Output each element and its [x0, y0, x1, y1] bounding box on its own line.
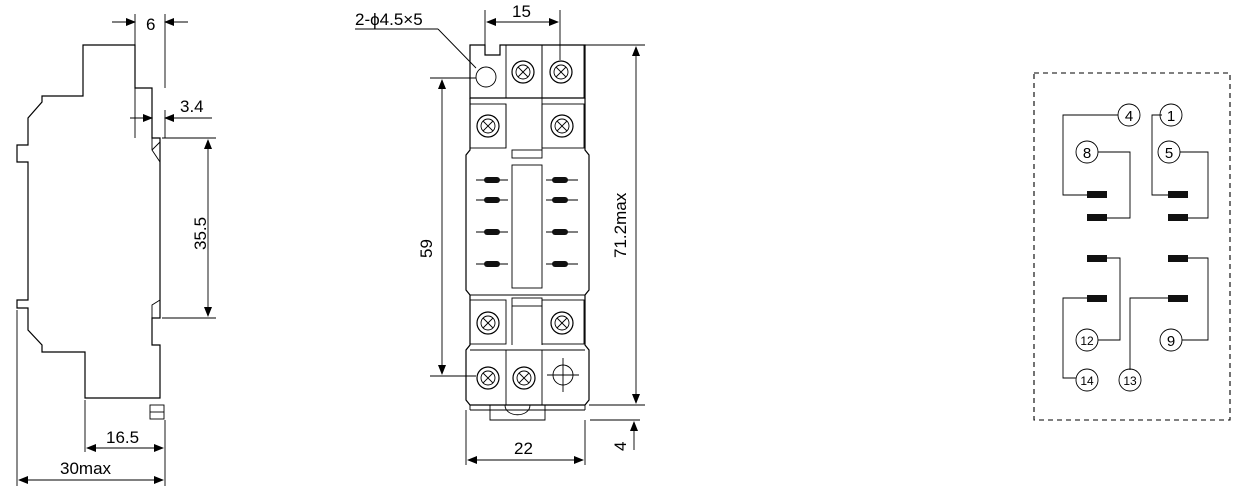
wires	[1062, 114, 1209, 379]
rail-clip-bottom	[151, 299, 161, 318]
dim-front-width: 22	[465, 410, 586, 465]
dim-front-pitch-label: 15	[512, 2, 531, 21]
dim-side-depth-label: 16.5	[106, 428, 139, 447]
dim-side-step: 3.4	[130, 97, 212, 138]
dim-side-rail-label: 35.5	[191, 217, 210, 250]
dim-side-total: 30max	[16, 310, 164, 486]
dim-front-hole-pitch: 59	[417, 77, 476, 377]
dim-side-rail: 35.5	[162, 137, 216, 319]
dim-front-clip-label: 4	[611, 442, 630, 451]
wiring-diagram: 4 1 8 5 12 9 14 13	[1033, 72, 1231, 421]
dim-side-step-label: 3.4	[180, 97, 204, 116]
terminal-13: 13	[1118, 368, 1142, 392]
wiring-frame	[1033, 72, 1231, 421]
terminal-9-label: 9	[1167, 333, 1175, 350]
terminal-13-label: 13	[1123, 374, 1137, 388]
dim-front-height: 71.2max	[585, 44, 645, 406]
terminal-screws	[476, 60, 574, 390]
terminal-9: 9	[1159, 328, 1183, 352]
dim-front-width-label: 22	[514, 439, 533, 458]
mounting-hole-bottom	[547, 358, 579, 392]
dim-side-depth: 16.5	[84, 400, 166, 486]
terminal-14-label: 14	[1080, 374, 1094, 388]
dim-front-height-label: 71.2max	[611, 192, 630, 258]
hole-spec-label: 2-ϕ4.5×5	[355, 10, 423, 29]
terminal-4-label: 4	[1125, 108, 1133, 125]
terminal-8: 8	[1075, 140, 1099, 164]
center-window	[511, 164, 543, 289]
terminal-8-label: 8	[1083, 145, 1091, 162]
front-view: 2-ϕ4.5×5 15 59 71.2max	[355, 2, 645, 465]
contact-bars	[1087, 191, 1188, 302]
terminal-5: 5	[1157, 140, 1181, 164]
terminal-12-label: 12	[1080, 334, 1094, 348]
dim-front-clip: 4	[590, 419, 640, 451]
terminal-4: 4	[1117, 103, 1141, 127]
dim-side-top-label: 6	[146, 15, 155, 34]
terminal-5-label: 5	[1165, 145, 1173, 162]
dim-side-top: 6	[112, 14, 188, 88]
dim-front-pitch: 15	[484, 2, 561, 60]
side-view: 6 3.4 35.5 16.5	[16, 14, 216, 486]
terminal-1-label: 1	[1167, 108, 1175, 125]
terminal-14: 14	[1075, 368, 1099, 392]
rail-clip-top	[151, 138, 161, 163]
dim-front-hole-pitch-label: 59	[417, 239, 436, 258]
terminal-1: 1	[1159, 103, 1183, 127]
top-slot	[511, 149, 543, 159]
dim-side-total-label: 30max	[60, 459, 112, 478]
bottom-slot	[511, 297, 543, 307]
bottom-clip	[489, 404, 546, 421]
hole-spec-callout: 2-ϕ4.5×5	[355, 10, 477, 69]
side-body-outline	[16, 44, 161, 399]
socket-pins	[476, 177, 578, 267]
mounting-hole-top	[475, 66, 497, 88]
terminal-12: 12	[1075, 328, 1099, 352]
